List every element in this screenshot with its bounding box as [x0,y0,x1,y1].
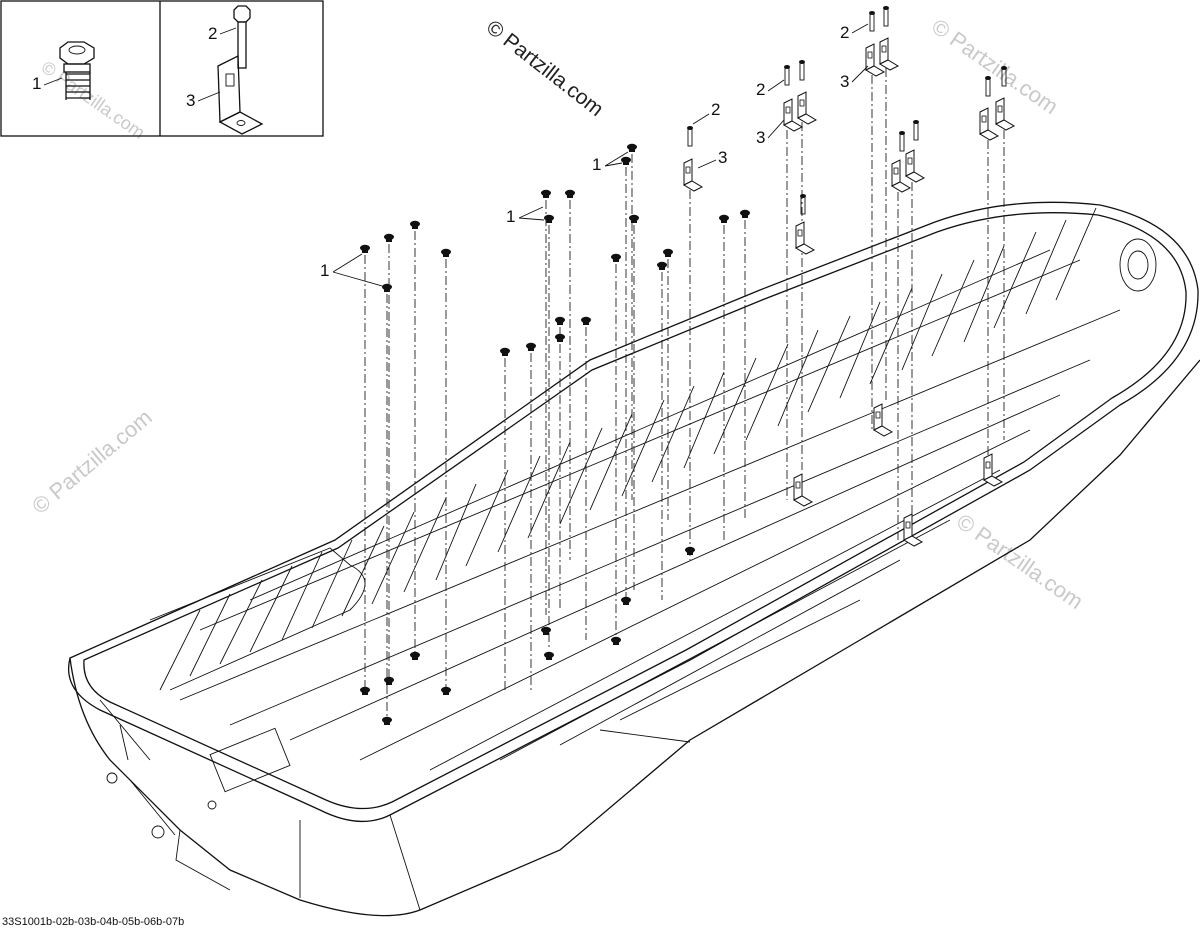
watermark-right: © Partzilla.com [952,509,1088,615]
inset-bolt-part [233,5,251,69]
callout-bolt-c: 2 [840,23,849,42]
callout-bracket-a: 3 [718,148,727,167]
callout-inset-bolt: 2 [208,24,217,43]
hull-ribs [159,207,1121,771]
watermark-top-right: © Partzilla.com [927,14,1063,120]
screw-group-top [621,143,637,600]
callout-bolt-b: 2 [756,80,765,99]
callout-bolt-a: 2 [711,100,720,119]
watermark-main: © Partzilla.com [482,16,608,121]
callout-screw-group-b: 1 [506,207,515,226]
watermark-inset: © Partzilla.com [38,57,149,143]
screw-group-left [360,220,451,720]
callout-bracket-c: 3 [840,72,849,91]
callout-screw-group-c: 1 [592,155,601,174]
bolt-bracket-c [865,5,899,430]
bolt-bracket-b [783,59,817,500]
hull-assembly [68,201,1200,917]
inset-screw-part [59,41,95,100]
callout-bracket-b: 3 [756,128,765,147]
bolt-bracket-d [891,65,1015,540]
callout-inset-bracket: 3 [186,91,195,110]
bolt-bracket-a [683,125,703,560]
inset-bracket-part [217,54,264,135]
inset-box: 1 2 3 [0,0,324,137]
watermark-left: © Partzilla.com [27,404,157,518]
reference-code: 33S1001b-02b-03b-04b-05b-06b-07b [2,916,184,928]
callout-inset-screw: 1 [32,74,41,93]
screw-group-middle [500,189,750,690]
callout-screw-group-a: 1 [320,261,329,280]
